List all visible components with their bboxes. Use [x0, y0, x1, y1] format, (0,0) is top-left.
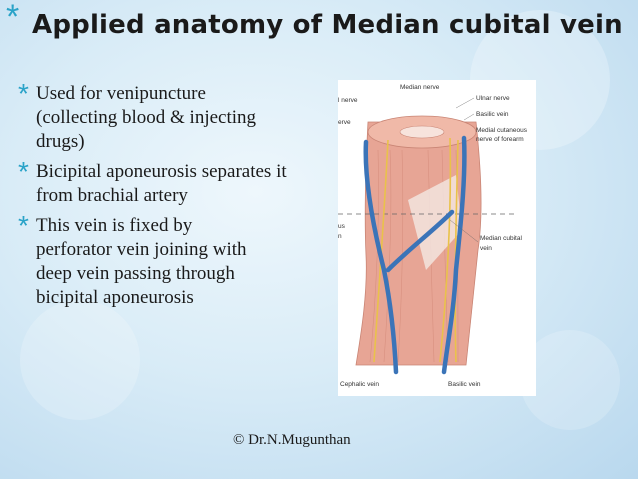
label-median-cubital: Median cubital	[480, 235, 522, 242]
label-vein: vein	[480, 245, 492, 252]
slide-title: Applied anatomy of Median cubital vein	[32, 10, 623, 40]
label-erve: erve	[338, 119, 351, 126]
label-ulnar-nerve: Ulnar nerve	[476, 95, 510, 102]
label-basilic-vein-top: Basilic vein	[476, 111, 509, 118]
anatomy-figure: Median nerve Ulnar nerve Basilic vein Me…	[338, 80, 536, 396]
veins	[363, 135, 467, 375]
bullet-list: * Used for venipuncture (collecting bloo…	[18, 78, 318, 312]
footer-credit: © Dr.N.Mugunthan	[233, 432, 351, 448]
leader-line	[463, 113, 475, 121]
bullet-star-icon: *	[18, 78, 29, 109]
cephalic-vein	[363, 139, 399, 375]
forearm-illustration: Median nerve Ulnar nerve Basilic vein Me…	[338, 84, 528, 388]
bullet-text: This vein is fixed by perforator vein jo…	[36, 215, 247, 308]
bullet-text: Used for venipuncture (collecting blood …	[36, 83, 257, 152]
label-medial-cutaneous: Medial cutaneous	[476, 127, 528, 134]
label-us: us	[338, 223, 346, 230]
label-nerve-of-forearm: nerve of forearm	[476, 136, 524, 143]
label-n: n	[338, 233, 342, 240]
bullet-item: * Bicipital aponeurosis separates it fro…	[18, 156, 318, 208]
bullet-text: Bicipital aponeurosis separates it from …	[36, 161, 287, 206]
bullet-item: * Used for venipuncture (collecting bloo…	[18, 78, 318, 154]
bokeh-decoration	[20, 300, 140, 420]
label-basilic-vein-bottom: Basilic vein	[448, 381, 481, 388]
bullet-star-icon: *	[18, 210, 29, 241]
label-median-nerve: Median nerve	[400, 84, 440, 91]
bone-section	[399, 125, 445, 139]
label-l-nerve: l nerve	[338, 97, 358, 104]
bullet-item: * This vein is fixed by perforator vein …	[18, 210, 318, 310]
title-star-icon: *	[6, 0, 20, 36]
bicipital-aponeurosis	[408, 175, 462, 270]
bullet-star-icon: *	[18, 156, 29, 187]
median-cubital-vein	[385, 209, 455, 273]
leader-line	[449, 219, 479, 243]
label-cephalic-vein: Cephalic vein	[340, 381, 379, 388]
title-row: * Applied anatomy of Median cubital vein	[6, 0, 636, 54]
basilic-vein	[441, 135, 467, 375]
leader-line	[455, 97, 475, 109]
